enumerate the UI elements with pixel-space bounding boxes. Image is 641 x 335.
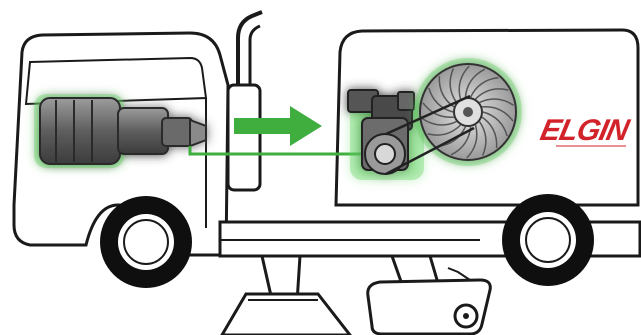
fan-blade	[482, 106, 514, 122]
fan-blade	[458, 65, 470, 100]
fan-blade	[422, 102, 454, 118]
fan-blade	[466, 124, 478, 159]
front-wheel	[100, 196, 192, 288]
drive-line	[188, 146, 380, 156]
rear-wheel	[502, 194, 594, 286]
fan-blade	[427, 124, 462, 136]
hydraulic-pump-icon	[347, 89, 424, 180]
fan-blade	[428, 87, 454, 113]
transmission-icon	[34, 94, 207, 168]
brand-logo: ELGIN	[537, 114, 633, 147]
fan-blade	[482, 111, 508, 137]
gutter-broom	[220, 292, 352, 335]
fan-blade	[449, 68, 458, 103]
arrow-right-icon	[234, 106, 322, 146]
fan-blade	[474, 88, 509, 100]
fan-blade	[481, 116, 498, 149]
exhaust-muffler	[226, 83, 262, 192]
exhaust-stack	[236, 10, 263, 88]
fan-blade	[464, 68, 486, 98]
fan-blade	[479, 98, 514, 106]
drive-belt	[385, 94, 475, 176]
cab-window	[24, 56, 208, 106]
fan-blade	[422, 118, 457, 126]
fan-blade	[469, 76, 499, 98]
fan-blade	[478, 121, 487, 156]
